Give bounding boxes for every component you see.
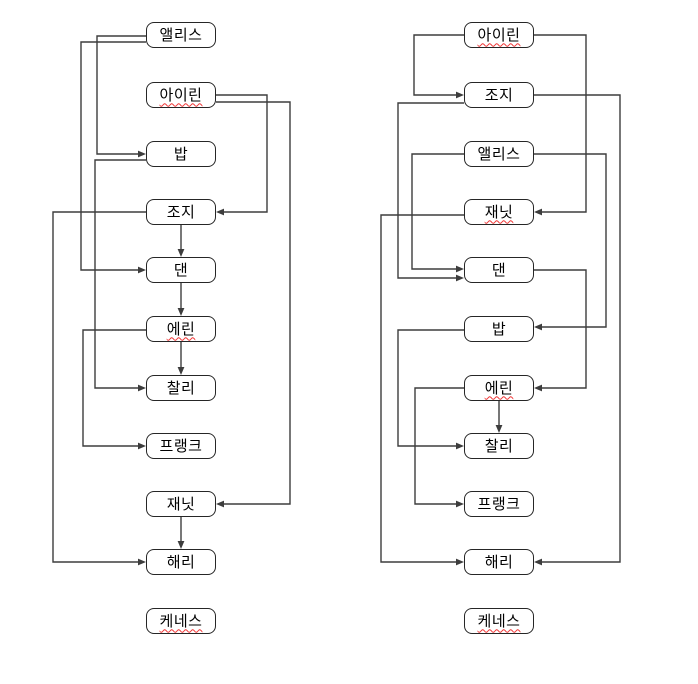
edge-left-graph-erin-to-charlie-arrowhead xyxy=(177,367,185,375)
edge-right-graph-bob-to-charlie-arrowhead xyxy=(456,442,464,450)
node-right-graph-george[interactable]: 조지 xyxy=(464,82,534,108)
node-label: 찰리 xyxy=(166,379,196,397)
node-right-graph-alice[interactable]: 앨리스 xyxy=(464,141,534,167)
node-left-graph-harry[interactable]: 해리 xyxy=(146,549,216,575)
edge-right-graph-erin-to-frank xyxy=(414,387,464,505)
node-left-graph-dan[interactable]: 댄 xyxy=(146,257,216,283)
node-label: 프랭크 xyxy=(477,495,521,513)
edge-left-graph-george-to-harry-arrowhead xyxy=(138,558,146,566)
node-label-misspelled: 에린 xyxy=(166,320,196,338)
node-left-graph-bob[interactable]: 밥 xyxy=(146,141,216,167)
node-right-graph-frank[interactable]: 프랭크 xyxy=(464,491,534,517)
edge-right-graph-irene-to-george-arrowhead xyxy=(456,91,464,99)
edge-left-graph-janet-to-harry-arrowhead xyxy=(177,541,185,549)
edge-right-graph-alice-to-bob-arrowhead xyxy=(534,323,542,331)
node-right-graph-kenneth[interactable]: 케네스 xyxy=(464,608,534,634)
node-label: 앨리스 xyxy=(477,145,521,163)
node-label: 재닛 xyxy=(166,495,196,513)
edge-right-graph-alice-to-bob xyxy=(534,153,607,328)
edge-right-graph-irene-to-janet-arrowhead xyxy=(534,208,542,216)
node-right-graph-bob[interactable]: 밥 xyxy=(464,316,534,342)
edge-left-graph-alice-to-bob-arrowhead xyxy=(138,150,146,158)
node-left-graph-frank[interactable]: 프랭크 xyxy=(146,433,216,459)
edge-left-graph-erin-to-frank xyxy=(82,329,146,447)
node-left-graph-erin[interactable]: 에린 xyxy=(146,316,216,342)
edge-left-graph-irene-to-george-arrowhead xyxy=(216,208,224,216)
node-label-misspelled: 에린 xyxy=(484,379,514,397)
edge-left-graph-irene-to-george xyxy=(216,94,268,213)
node-label: 조지 xyxy=(484,86,514,104)
edge-left-graph-alice-to-dan-arrowhead xyxy=(138,266,146,274)
edge-left-graph-bob-to-charlie-arrowhead xyxy=(138,384,146,392)
edge-right-graph-george-to-harry-arrowhead xyxy=(534,558,542,566)
edge-right-graph-janet-to-harry-arrowhead xyxy=(456,558,464,566)
node-label: 앨리스 xyxy=(159,26,203,44)
edge-left-graph-bob-to-charlie xyxy=(94,159,146,389)
edge-left-graph-irene-to-janet-arrowhead xyxy=(216,500,224,508)
edge-right-graph-alice-to-dan xyxy=(411,153,464,270)
node-label: 찰리 xyxy=(484,437,514,455)
node-left-graph-janet[interactable]: 재닛 xyxy=(146,491,216,517)
edge-right-graph-erin-to-frank-arrowhead xyxy=(456,500,464,508)
node-right-graph-irene[interactable]: 아이린 xyxy=(464,22,534,48)
edge-right-graph-dan-to-erin xyxy=(534,269,587,389)
edge-left-graph-erin-to-frank-arrowhead xyxy=(138,442,146,450)
node-label: 댄 xyxy=(491,261,507,279)
node-left-graph-kenneth[interactable]: 케네스 xyxy=(146,608,216,634)
edge-right-graph-erin-to-charlie-arrowhead xyxy=(495,425,503,433)
node-label: 조지 xyxy=(166,203,196,221)
edge-left-graph-alice-to-bob xyxy=(96,35,146,155)
edge-left-graph-george-to-harry xyxy=(52,211,146,563)
node-label-misspelled: 케네스 xyxy=(477,612,521,630)
node-left-graph-charlie[interactable]: 찰리 xyxy=(146,375,216,401)
node-right-graph-janet[interactable]: 재닛 xyxy=(464,199,534,225)
node-left-graph-george[interactable]: 조지 xyxy=(146,199,216,225)
edge-right-graph-irene-to-george xyxy=(413,34,464,96)
node-label: 해리 xyxy=(166,553,196,571)
edge-left-graph-alice-to-dan xyxy=(80,41,146,271)
edge-right-graph-george-to-dan xyxy=(397,102,464,279)
node-right-graph-harry[interactable]: 해리 xyxy=(464,549,534,575)
edge-right-graph-dan-to-erin-arrowhead xyxy=(534,384,542,392)
node-label: 댄 xyxy=(173,261,189,279)
node-right-graph-dan[interactable]: 댄 xyxy=(464,257,534,283)
edge-right-graph-george-to-dan-arrowhead xyxy=(456,274,464,282)
node-label-misspelled: 아이린 xyxy=(159,86,203,104)
edge-right-graph-janet-to-harry xyxy=(380,214,464,563)
node-right-graph-charlie[interactable]: 찰리 xyxy=(464,433,534,459)
node-label: 밥 xyxy=(173,145,189,163)
node-label-misspelled: 아이린 xyxy=(477,26,521,44)
edge-left-graph-irene-to-janet xyxy=(216,101,291,505)
node-label: 밥 xyxy=(491,320,507,338)
node-label: 프랭크 xyxy=(159,437,203,455)
edge-right-graph-george-to-harry xyxy=(534,94,621,563)
node-left-graph-alice[interactable]: 앨리스 xyxy=(146,22,216,48)
node-label: 해리 xyxy=(484,553,514,571)
edge-left-graph-dan-to-erin-arrowhead xyxy=(177,308,185,316)
edge-right-graph-bob-to-charlie xyxy=(397,329,464,447)
edge-left-graph-george-to-dan-arrowhead xyxy=(177,249,185,257)
node-label-misspelled: 케네스 xyxy=(159,612,203,630)
node-right-graph-erin[interactable]: 에린 xyxy=(464,375,534,401)
edge-right-graph-alice-to-dan-arrowhead xyxy=(456,265,464,273)
node-left-graph-irene[interactable]: 아이린 xyxy=(146,82,216,108)
edge-right-graph-irene-to-janet xyxy=(534,34,587,213)
node-label-misspelled: 재닛 xyxy=(484,203,514,221)
